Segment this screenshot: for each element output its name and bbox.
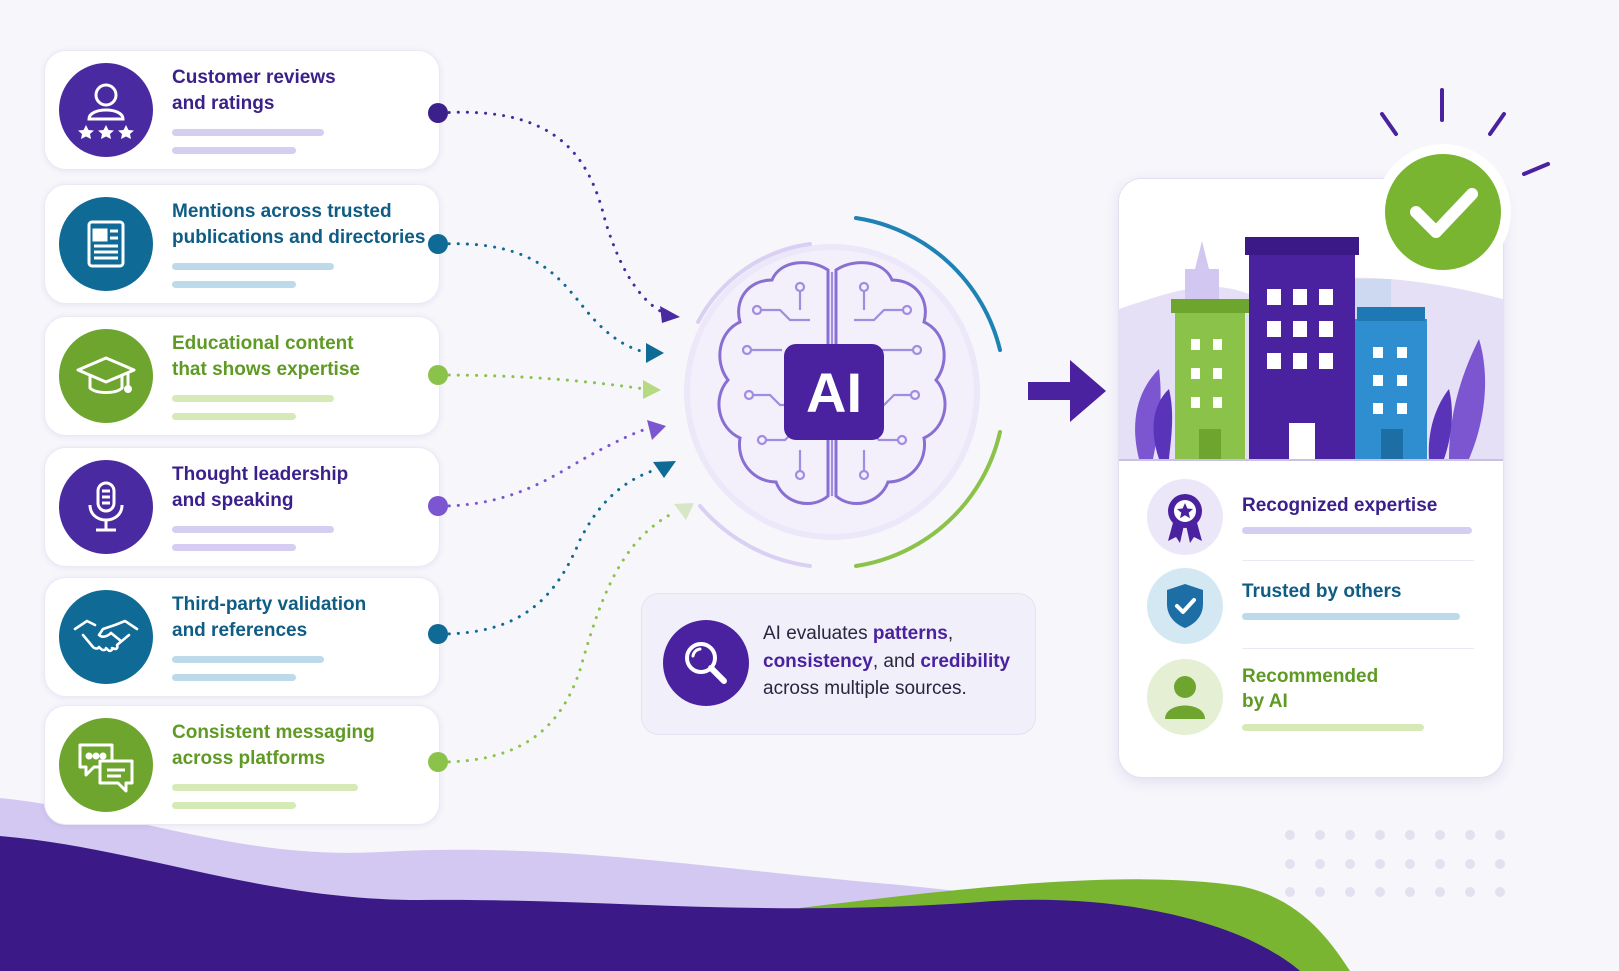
award-ribbon-icon — [1147, 479, 1223, 555]
person-icon — [1147, 659, 1223, 735]
placeholder-line — [172, 544, 296, 551]
evaluation-note: AI evaluates patterns, consistency, and … — [641, 593, 1036, 735]
placeholder-line — [172, 395, 334, 402]
chat-bubbles-icon — [59, 718, 153, 812]
connector-dot — [428, 496, 448, 516]
arrow-right-icon — [1028, 360, 1106, 422]
magnifier-icon — [663, 620, 749, 706]
placeholder-line — [172, 281, 296, 288]
person-stars-icon — [59, 63, 153, 157]
connector-dot — [428, 103, 448, 123]
placeholder-line — [1242, 527, 1472, 534]
placeholder-line — [172, 656, 324, 663]
city-buildings-icon — [1119, 179, 1503, 461]
placeholder-line — [1242, 724, 1424, 731]
checkmark-icon — [1375, 88, 1550, 280]
newspaper-icon — [59, 197, 153, 291]
placeholder-line — [172, 784, 358, 791]
placeholder-line — [172, 674, 296, 681]
placeholder-line — [172, 526, 334, 533]
bottom-wave-decoration — [0, 798, 1350, 971]
divider — [1242, 560, 1474, 561]
brain-circuit-icon: AI — [684, 216, 1002, 568]
handshake-icon — [59, 590, 153, 684]
placeholder-line — [172, 802, 296, 809]
shield-check-icon — [1147, 568, 1223, 644]
connector-dot — [428, 365, 448, 385]
graduation-cap-icon — [59, 329, 153, 423]
divider — [1242, 648, 1474, 649]
evaluation-text: AI evaluates patterns, consistency, and … — [763, 623, 1011, 699]
placeholder-line — [172, 129, 324, 136]
connector-dot — [428, 624, 448, 644]
placeholder-line — [1242, 613, 1460, 620]
ai-label: AI — [806, 361, 862, 424]
outcome-label: Trusted by others — [1242, 581, 1402, 602]
placeholder-line — [172, 263, 334, 270]
microphone-icon — [59, 460, 153, 554]
placeholder-line — [172, 413, 296, 420]
connector-dot — [428, 234, 448, 254]
connector-dot — [428, 752, 448, 772]
outcome-label: Recognized expertise — [1242, 495, 1438, 516]
placeholder-line — [172, 147, 296, 154]
